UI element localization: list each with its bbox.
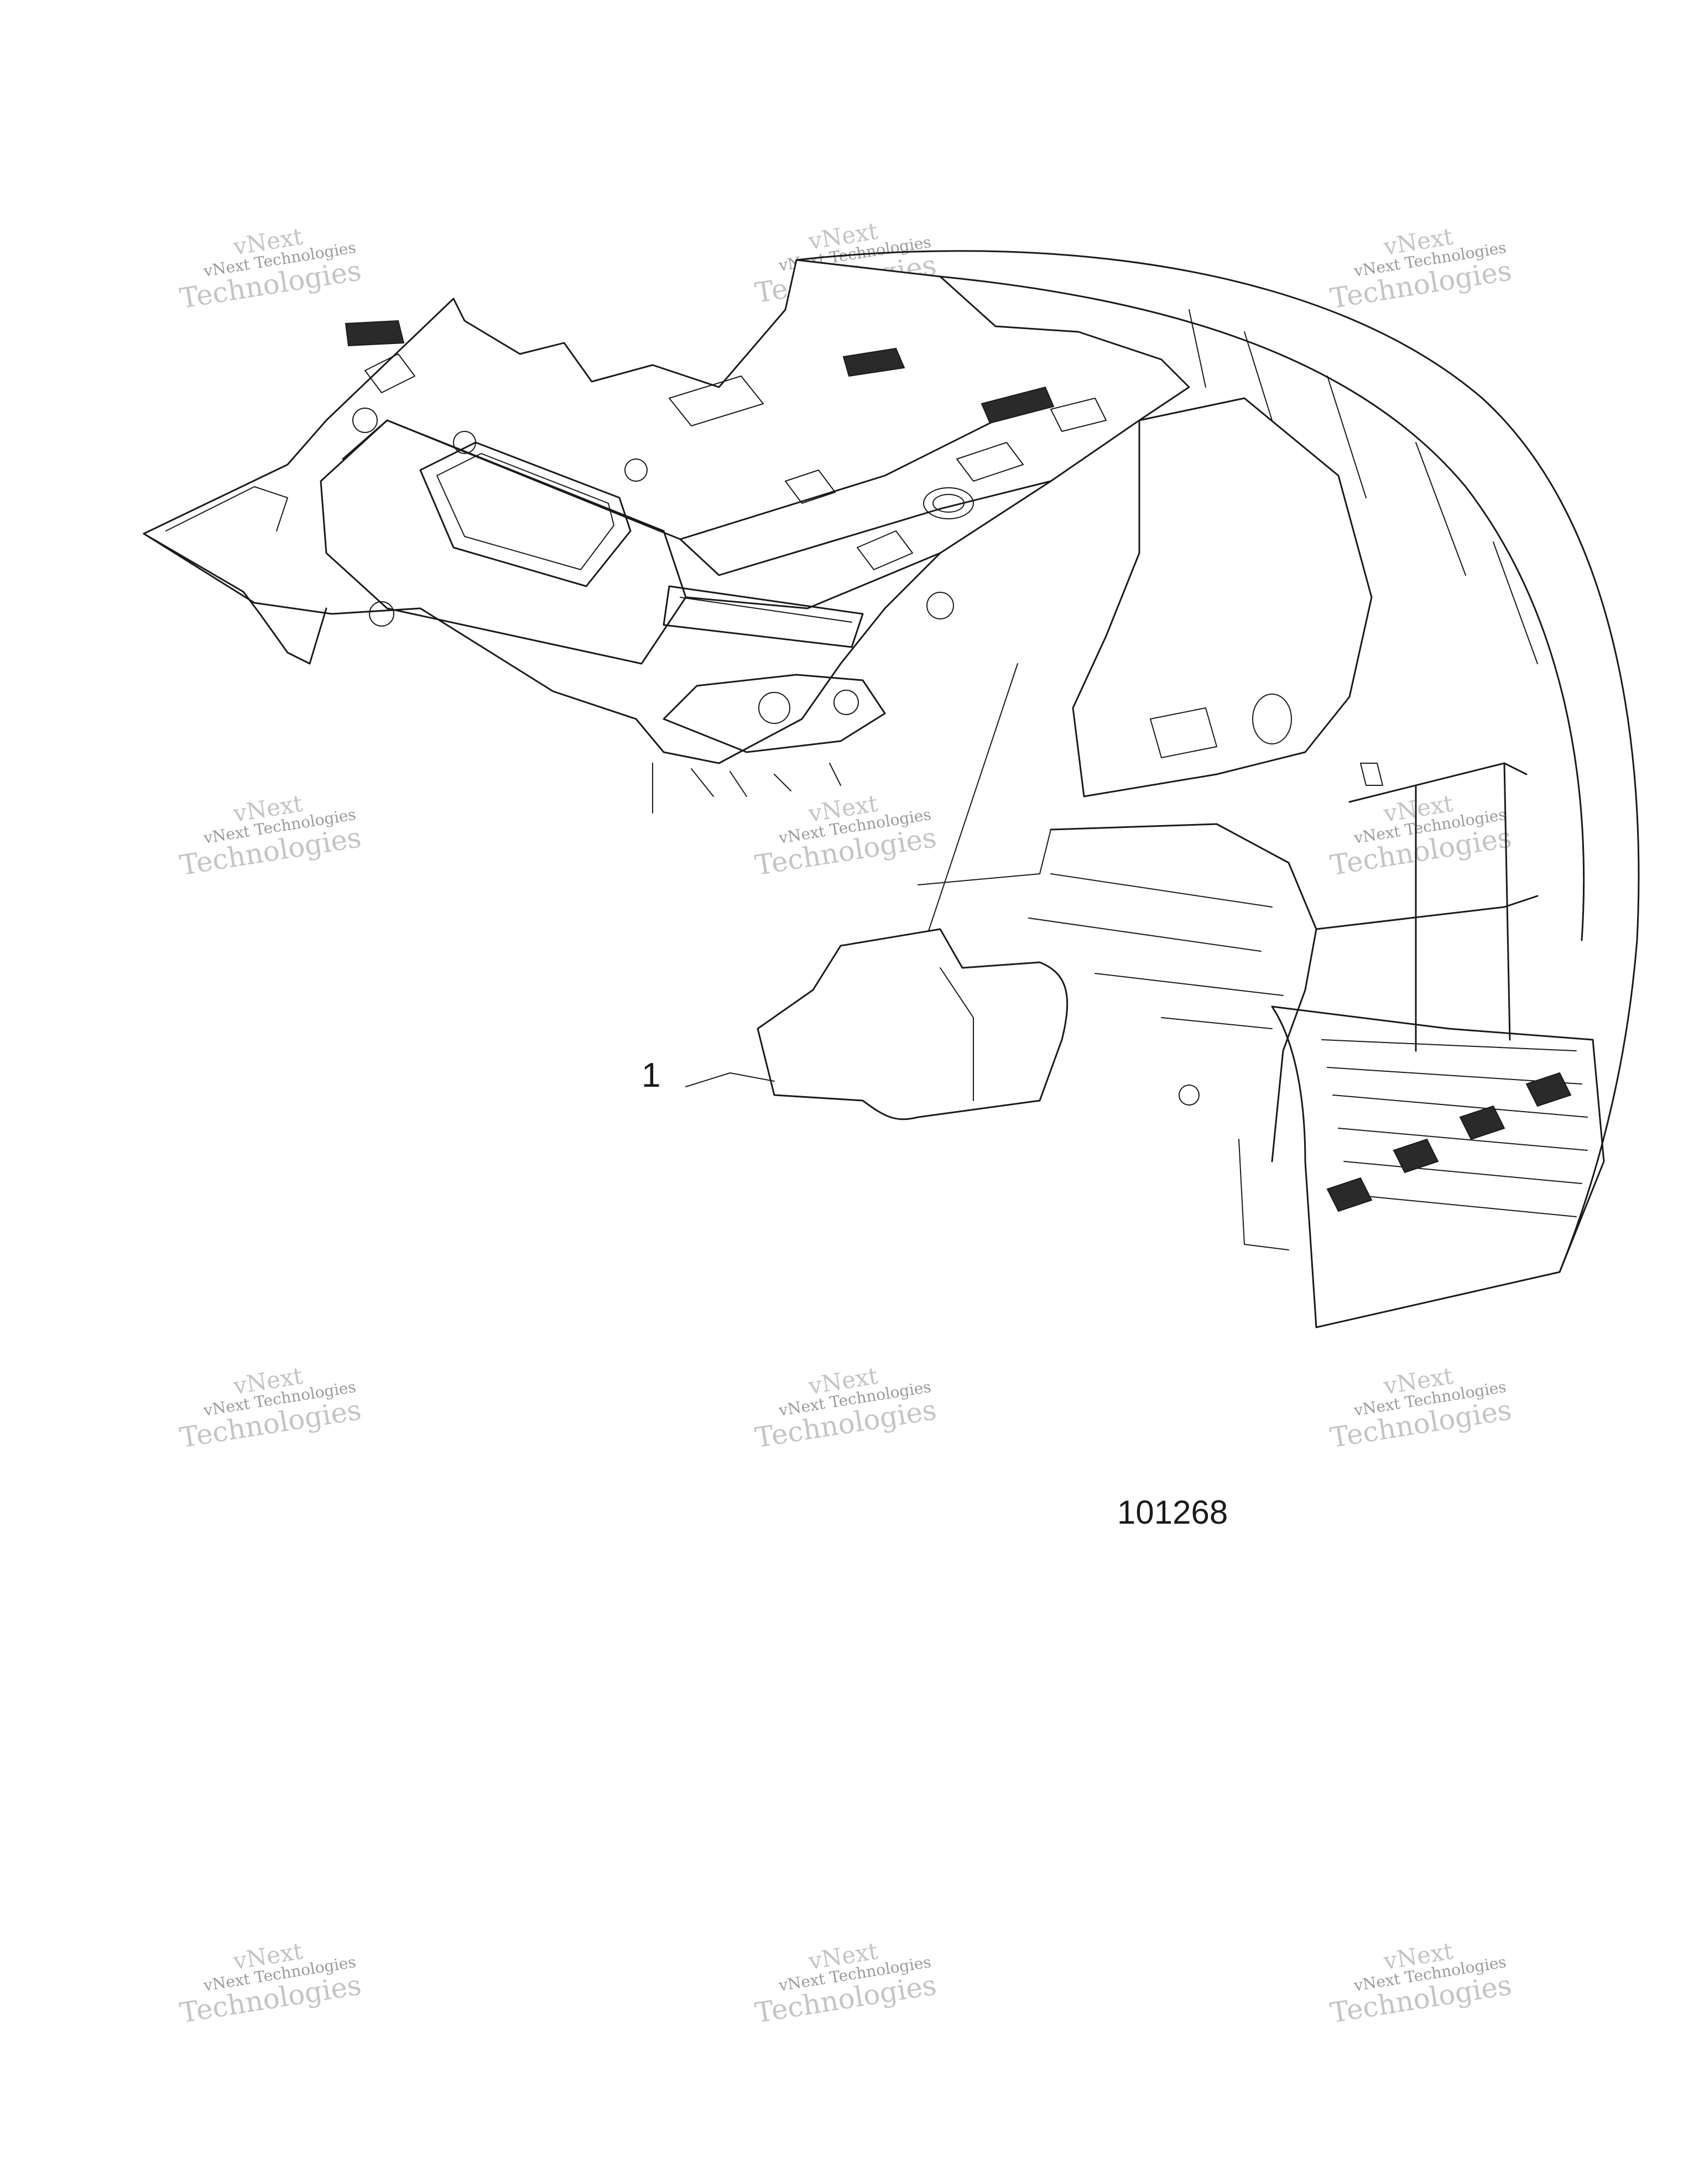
watermark-r2-c1: vNext vNext Technologies Technologies: [178, 790, 363, 882]
tail-light-lens: [833, 690, 859, 715]
rack-left-wing: [143, 533, 327, 665]
rack-dark-pad: [981, 386, 1055, 424]
fender-vent: [1150, 707, 1217, 758]
watermark-r2-c2: vNext vNext Technologies Technologies: [753, 790, 939, 882]
part-1-panel: [757, 928, 1069, 1120]
watermark-r1-c1: vNext vNext Technologies Technologies: [178, 223, 363, 315]
side-panel-vertical: [1503, 762, 1511, 1041]
fender-grommet: [1252, 694, 1292, 744]
frame-lines: [918, 829, 1051, 885]
tail-reflector-line: [680, 597, 852, 623]
rack-pocket: [364, 353, 415, 393]
callout-1-leader: [685, 1072, 775, 1087]
watermark-r2-c3: vNext vNext Technologies Technologies: [1328, 790, 1514, 882]
tail-light-lens: [758, 692, 790, 724]
rack-dark-pad: [345, 320, 405, 347]
watermark-r3-c3: vNext vNext Technologies Technologies: [1328, 1362, 1514, 1454]
tail-reflector: [663, 585, 864, 648]
watermark-r4-c2: vNext vNext Technologies Technologies: [753, 1937, 939, 2029]
watermark-r3-c2: vNext vNext Technologies Technologies: [753, 1362, 939, 1454]
rack-dark-pad: [842, 347, 905, 377]
rack-pocket: [669, 376, 764, 426]
rack-bolt-hole: [926, 592, 954, 619]
rear-fender-ribs: [1189, 309, 1538, 664]
watermark-r4-c1: vNext vNext Technologies Technologies: [178, 1937, 363, 2029]
tread-cleat: [1326, 1177, 1373, 1212]
frame-lines: [1028, 873, 1284, 1029]
fuel-cap: [923, 487, 974, 519]
rack-pocket: [785, 470, 836, 504]
rack-left-wing-detail: [165, 486, 288, 531]
tread-cleat: [1393, 1138, 1439, 1174]
frame-bolt: [1179, 1085, 1200, 1106]
rack-top-edge: [679, 480, 1052, 576]
fender-flare: [1072, 397, 1373, 798]
rack-bolt-hole: [453, 431, 476, 454]
part-1-outline: [757, 928, 1069, 1120]
floorboard-bracket: [1238, 1139, 1289, 1250]
callout-1-label: 1: [642, 1056, 660, 1094]
rack-bolt-hole: [624, 458, 648, 482]
rack-bolt-hole: [352, 408, 378, 433]
floorboard: [1271, 1005, 1605, 1328]
rack-pocket: [1050, 398, 1107, 432]
rear-body-assembly: [143, 250, 1640, 1328]
side-panel-top-edge: [1315, 895, 1539, 930]
rack-pocket: [956, 442, 1024, 482]
leader-line-to-body: [923, 663, 1018, 946]
figure-number: 101268: [1117, 1494, 1228, 1531]
rear-fender-inner-arc: [939, 275, 1585, 941]
watermark-r4-c3: vNext vNext Technologies Technologies: [1328, 1937, 1514, 2029]
watermark-r1-c3: vNext vNext Technologies Technologies: [1328, 223, 1514, 315]
floorboard-tread: [1321, 1039, 1588, 1217]
rear-rack-outline: [143, 259, 1190, 764]
underbody-hatching: [691, 763, 841, 797]
rack-bolt-hole: [369, 601, 394, 627]
rack-lower-edge: [685, 552, 941, 609]
rear-fender: [795, 250, 1640, 1273]
watermark-r3-c1: vNext vNext Technologies Technologies: [178, 1362, 363, 1454]
fuel-cap-inner: [932, 494, 965, 513]
rack-front-slot-inner: [436, 453, 614, 570]
panel-clip: [1360, 763, 1383, 786]
part-1-fold: [940, 967, 974, 1101]
side-panel: [1050, 823, 1317, 1163]
tread-cleat: [1459, 1105, 1505, 1140]
rack-pocket: [857, 530, 913, 570]
tread-cleat: [1525, 1072, 1572, 1107]
tail-light-housing: [663, 674, 886, 753]
